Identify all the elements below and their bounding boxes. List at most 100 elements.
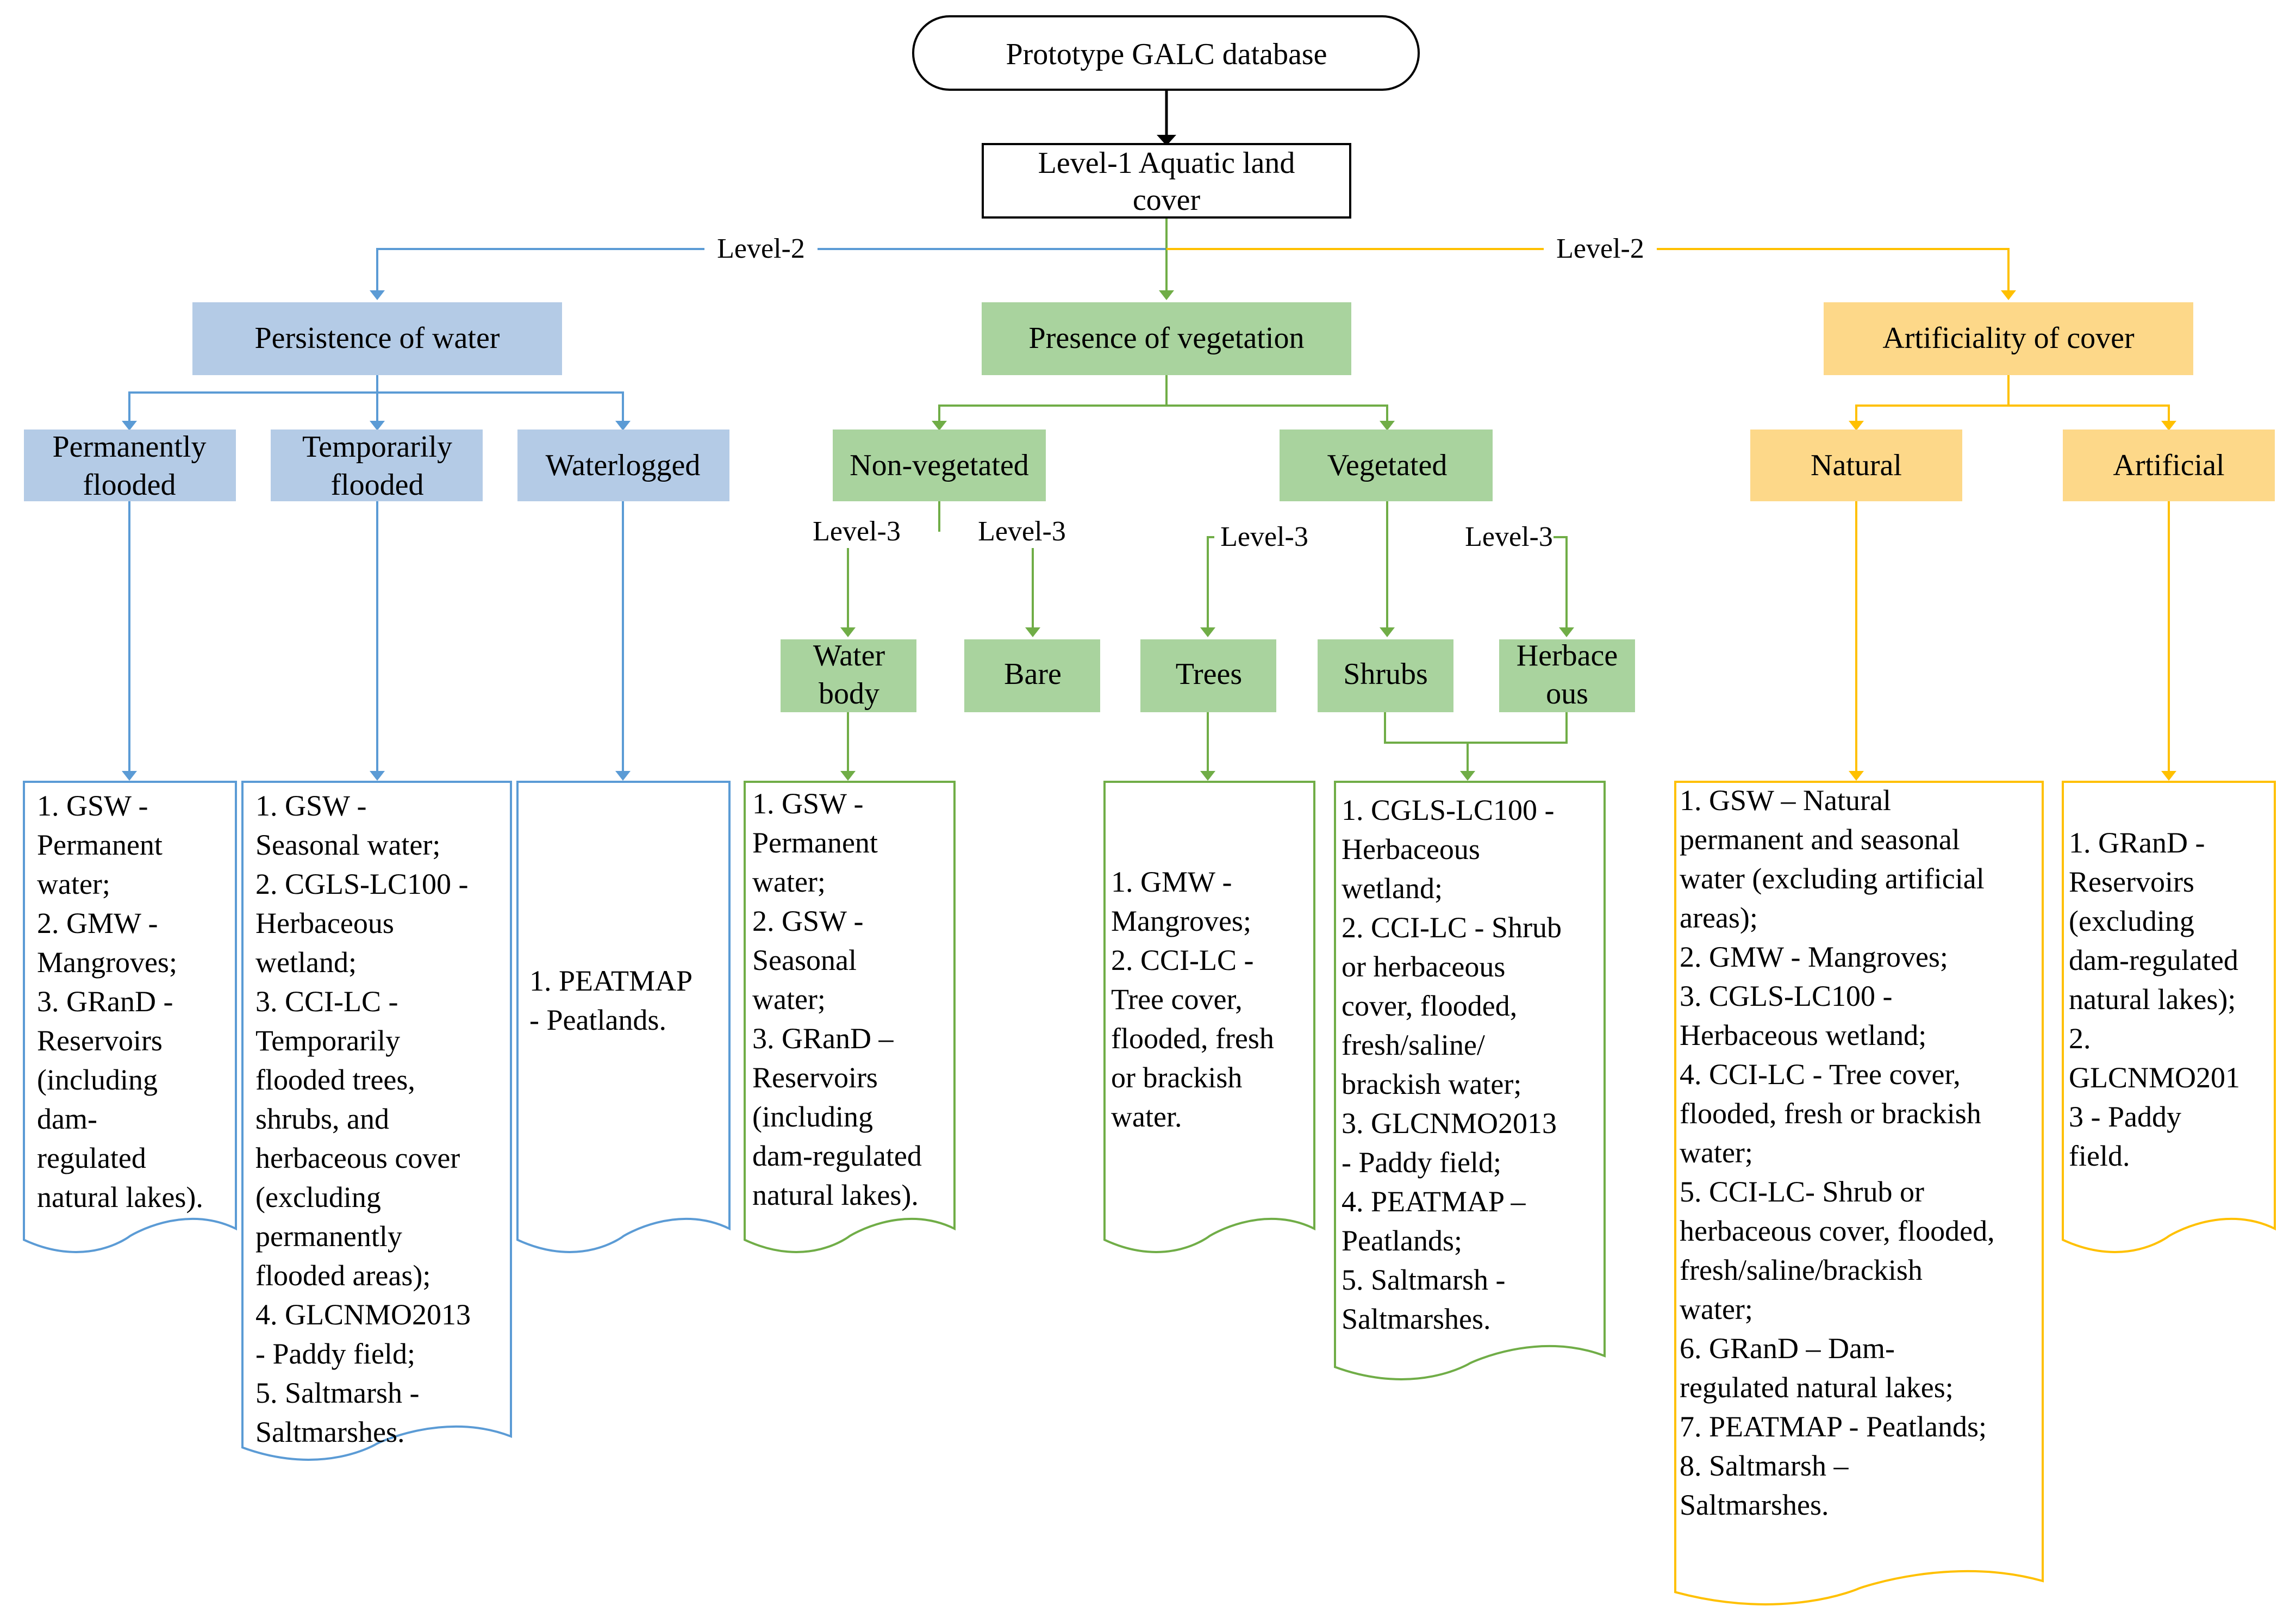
root-node: Prototype GALC database — [912, 15, 1420, 91]
text-line: 1. CGLS-LC100 - — [1342, 794, 1555, 826]
text-line: water. — [1111, 1100, 1182, 1133]
text-line: body — [819, 677, 879, 711]
text-line: water; — [37, 868, 110, 900]
text-line: brackish water; — [1342, 1068, 1521, 1100]
natural-node: Natural — [1750, 430, 1962, 501]
vegetated-label: Vegetated — [1327, 449, 1448, 482]
arrowhead — [370, 290, 385, 300]
text-line: 3. CCI-LC - — [255, 985, 398, 1018]
text-line: Temporarily — [255, 1024, 400, 1057]
text-line: flooded — [330, 468, 423, 502]
text-line: Trees — [1176, 657, 1242, 691]
text-line: 4. CCI-LC - Tree cover, — [1680, 1058, 1961, 1091]
arrowhead — [2161, 421, 2176, 431]
arrowhead — [1159, 290, 1174, 300]
text-line: cover — [1133, 183, 1201, 217]
text-line: flooded, fresh or brackish — [1680, 1097, 1981, 1130]
connector-level2-right — [1166, 248, 2010, 298]
permanently-flooded-label: Permanently flooded — [52, 430, 206, 502]
text-line: Seasonal water; — [255, 829, 440, 861]
arrowhead — [1559, 627, 1574, 637]
text-line: GLCNMO201 — [2069, 1061, 2240, 1094]
text-line: Herbace — [1517, 639, 1618, 673]
natural-label: Natural — [1811, 449, 1902, 482]
permanently-flooded-node: Permanently flooded — [24, 430, 236, 502]
arrowhead — [1025, 627, 1040, 637]
text-line: - Peatlands. — [529, 1004, 666, 1036]
text-line: 1. GRanD - — [2069, 826, 2205, 859]
arrowhead — [1200, 627, 1215, 637]
connector-artificiality-children — [1855, 375, 2170, 428]
arrowhead — [1380, 627, 1395, 637]
arrowhead — [615, 421, 631, 431]
persistence-node-label: Persistence of water — [255, 321, 500, 355]
level3-b-label: Level-3 — [978, 516, 1066, 547]
vegetation-node-label: Presence of vegetation — [1029, 321, 1305, 355]
non-vegetated-node: Non-vegetated — [833, 430, 1046, 501]
text-line: regulated — [37, 1142, 146, 1174]
text-line: 3. GRanD - — [37, 985, 173, 1018]
text-line: 5. CCI-LC- Shrub or — [1680, 1175, 1924, 1208]
level2-left-label: Level-2 — [717, 233, 805, 264]
arrowhead — [370, 421, 385, 431]
text-line: natural lakes). — [37, 1181, 203, 1213]
text-line: natural lakes). — [752, 1179, 919, 1211]
arrowhead — [1849, 421, 1864, 431]
persistence-node: Persistence of water — [192, 302, 562, 375]
doc-temporarily-flooded-text: 1. GSW -Seasonal water;2. CGLS-LC100 -He… — [255, 789, 471, 1448]
text-line: 8. Saltmarsh – — [1680, 1449, 1849, 1482]
text-line: 2. GMW - Mangroves; — [1680, 941, 1948, 973]
text-line: regulated natural lakes; — [1680, 1371, 1954, 1404]
text-line: Seasonal — [752, 944, 857, 976]
text-line: Saltmarshes. — [255, 1416, 404, 1448]
text-line: 7. PEATMAP - Peatlands; — [1680, 1410, 1987, 1443]
text-line: 2. CCI-LC - Shrub — [1342, 911, 1562, 944]
level3-d-label: Level-3 — [1465, 521, 1553, 552]
text-line: Permanently — [52, 430, 206, 464]
artificiality-node-label: Artificiality of cover — [1882, 321, 2135, 355]
text-line: or brackish — [1111, 1061, 1242, 1094]
text-line: Permanent — [752, 826, 878, 859]
text-line: (excluding — [255, 1181, 381, 1213]
text-line: flooded, fresh — [1111, 1022, 1274, 1055]
arrowhead — [2001, 290, 2016, 300]
text-line: water; — [1680, 1293, 1753, 1325]
text-line: 1. GSW - — [752, 787, 864, 820]
doc-trees: 1. GMW -Mangroves;2. CCI-LC -Tree cover,… — [1103, 781, 1315, 1253]
artificial-node: Artificial — [2063, 430, 2275, 501]
text-line: Bare — [1004, 657, 1062, 691]
text-line: Saltmarshes. — [1680, 1489, 1829, 1521]
arrowhead — [1157, 135, 1176, 146]
text-line: (excluding — [2069, 905, 2194, 937]
arrowhead — [370, 771, 385, 781]
arrowhead — [2161, 771, 2176, 781]
text-line: areas); — [1680, 901, 1758, 934]
text-line: 5. Saltmarsh - — [1342, 1264, 1505, 1296]
text-line: field. — [2069, 1140, 2130, 1172]
artificiality-node: Artificiality of cover — [1824, 302, 2193, 375]
text-line: dam-regulated — [752, 1140, 922, 1172]
bare-label: Bare — [1004, 657, 1062, 691]
text-line: water; — [752, 983, 826, 1016]
text-line: natural lakes); — [2069, 983, 2236, 1016]
text-line: flooded — [83, 468, 176, 502]
text-line: 3. GRanD – — [752, 1022, 894, 1055]
arrowhead — [1200, 771, 1215, 781]
text-line: cover, flooded, — [1342, 989, 1517, 1022]
text-line: or herbaceous — [1342, 950, 1505, 983]
text-line: dam-regulated — [2069, 944, 2238, 976]
text-line: Vegetated — [1327, 449, 1448, 482]
trees-node: Trees — [1140, 639, 1276, 712]
text-line: Reservoirs — [37, 1024, 163, 1057]
